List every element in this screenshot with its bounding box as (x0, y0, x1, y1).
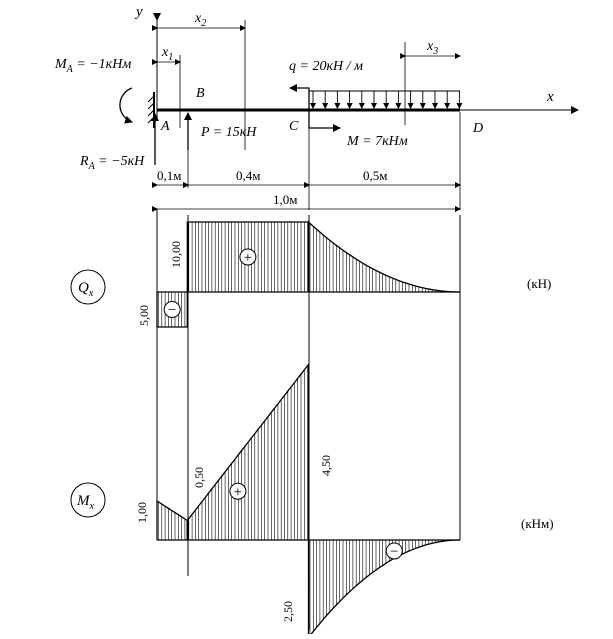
diagram-outline (186, 221, 310, 292)
q-value-5: 5,00 (137, 305, 151, 326)
q-diagram: − +10,00 5,00 (137, 220, 460, 328)
m-title-circle (70, 482, 106, 518)
x-axis-label: x (546, 89, 554, 105)
moment-ma-arrow (119, 87, 133, 124)
sign-circle (163, 301, 181, 318)
q-title: Qx (78, 280, 94, 299)
segment-2: − (307, 539, 461, 639)
m-title: Mx (76, 493, 95, 512)
label-x3: x3 (426, 39, 438, 57)
distributed-load-arrows (310, 91, 463, 109)
sign-circle (385, 542, 403, 560)
dim-label-05: 0,5м (363, 168, 387, 183)
point-d: D (472, 121, 483, 136)
m-unit: (кНм) (521, 516, 554, 531)
q-title-circle (70, 269, 106, 305)
sign-symbol: − (168, 303, 176, 319)
point-a: A (160, 119, 170, 134)
force-q-arrow (289, 84, 310, 110)
label-ma: MA = −1кНм (54, 57, 131, 75)
sign-symbol: + (244, 250, 252, 266)
dim-label-01: 0,1м (157, 168, 181, 183)
label-x2: x2 (194, 11, 206, 29)
m-value-45: 4,50 (319, 455, 333, 476)
diagram-outline (156, 499, 188, 540)
diagram-outline (307, 220, 460, 293)
sign-symbol: + (234, 484, 242, 500)
label-m: M = 7кНм (346, 134, 408, 149)
point-b: B (196, 86, 205, 101)
segment-1: + (186, 362, 310, 540)
diagram-outline (186, 362, 310, 540)
q-unit: (кН) (527, 276, 551, 291)
m-value-05: 0,50 (192, 467, 206, 488)
label-x1: x1 (161, 45, 173, 63)
label-p: P = 15кН (200, 125, 257, 140)
label-q: q = 20кН / м (289, 59, 363, 74)
sign-symbol: − (390, 544, 398, 560)
dim-label-total: 1,0м (273, 192, 297, 207)
point-c: C (289, 119, 299, 134)
diagram-outline (156, 292, 188, 328)
dim-label-04: 0,4м (236, 168, 260, 183)
label-ra: RA = −5кН (79, 154, 145, 172)
m-value-25: 2,50 (281, 601, 295, 622)
segment-0 (156, 499, 188, 540)
y-axis-label: y (134, 4, 143, 20)
m-value-1: 1,00 (135, 502, 149, 523)
diagram-outline (307, 539, 461, 639)
segment-0: − (156, 292, 188, 328)
segment-2 (307, 220, 460, 293)
sign-circle (229, 482, 247, 500)
segment-1: + (186, 221, 310, 292)
moment-m-arrow (308, 110, 341, 132)
q-value-10: 10,00 (169, 241, 183, 268)
sign-circle (239, 248, 257, 266)
m-diagram: + − 1,00 0,50 4,50 2,50 (135, 362, 461, 639)
